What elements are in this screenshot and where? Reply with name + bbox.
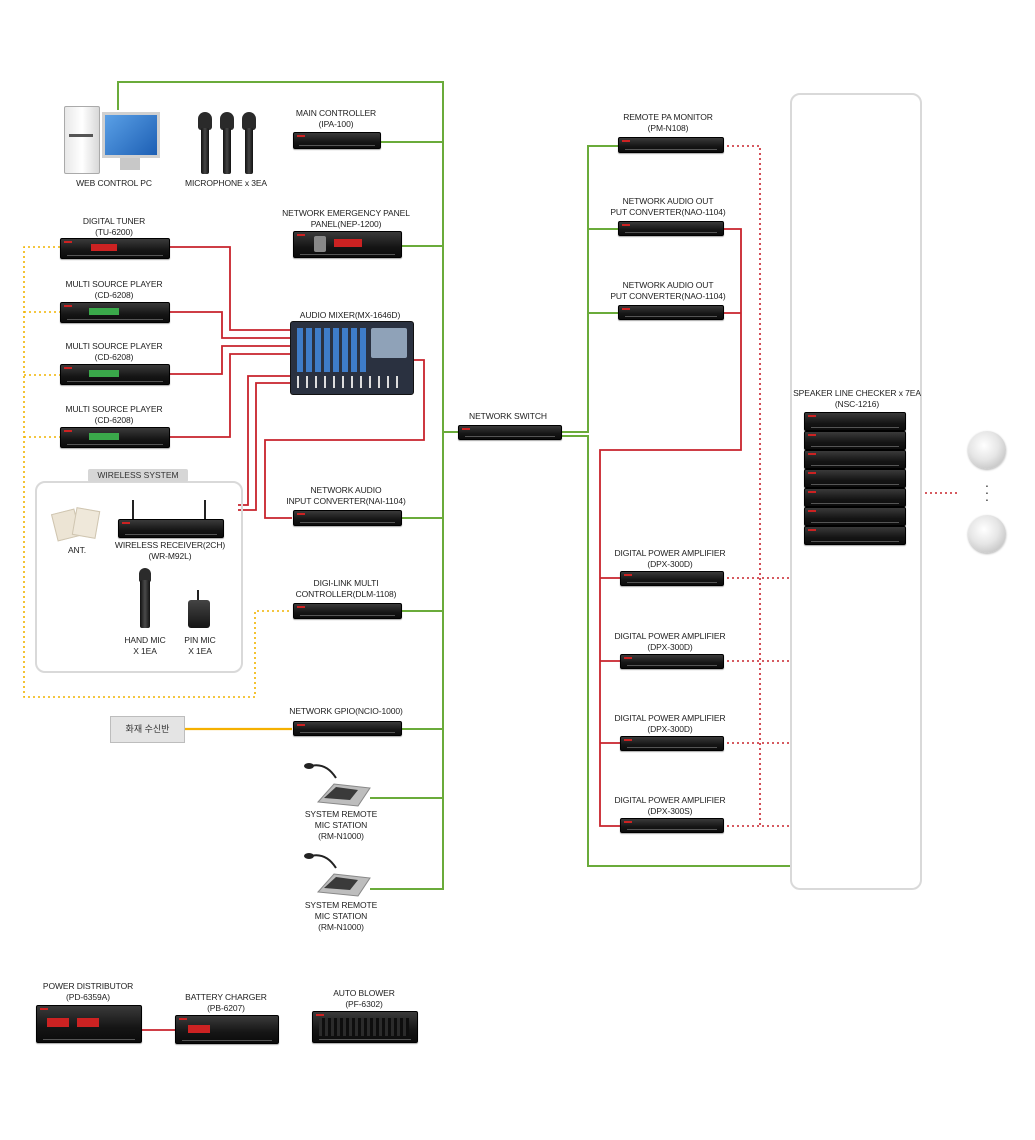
speaker-lines	[722, 145, 958, 827]
emergency-panel	[293, 231, 402, 258]
nao-1-label: NETWORK AUDIO OUT PUT CONVERTER(NAO-1104…	[610, 196, 726, 217]
speaker-line-checker-stack	[804, 412, 906, 549]
ceiling-speaker-icon	[968, 431, 1006, 469]
nao-2-label: NETWORK AUDIO OUT PUT CONVERTER(NAO-1104…	[610, 280, 726, 301]
hand-mic-label: HAND MIC X 1EA	[124, 635, 166, 656]
battery-charger-label: BATTERY CHARGER (PB-6207)	[185, 992, 267, 1013]
main-controller-label: MAIN CONTROLLER (IPA-100)	[295, 108, 377, 129]
cd-player-2-label: MULTI SOURCE PLAYER (CD-6208)	[65, 341, 163, 362]
speaker-rack-panel	[790, 93, 922, 890]
cd-player-3-label: MULTI SOURCE PLAYER (CD-6208)	[65, 404, 163, 425]
network-audio-output-converter-2	[618, 305, 724, 320]
power-distributor	[36, 1005, 142, 1043]
remote-mic-station-1	[300, 762, 372, 808]
auto-blower	[312, 1011, 418, 1043]
audio-lines	[140, 228, 742, 1031]
pa-monitor-label: REMOTE PA MONITOR (PM-N108)	[623, 112, 713, 133]
cd-player-3	[60, 427, 170, 448]
speaker-checker-label: SPEAKER LINE CHECKER x 7EA (NSC-1216)	[793, 388, 921, 409]
amp-4-label: DIGITAL POWER AMPLIFIER (DPX-300S)	[614, 795, 726, 816]
remote-pa-monitor	[618, 137, 724, 153]
wireless-receiver	[118, 519, 224, 538]
digital-power-amplifier-1	[620, 571, 724, 586]
digital-power-amplifier-4	[620, 818, 724, 833]
wireless-system-tag: WIRELESS SYSTEM	[88, 469, 188, 482]
amp-2-label: DIGITAL POWER AMPLIFIER (DPX-300D)	[614, 631, 726, 652]
microphone-group	[196, 112, 258, 176]
network-audio-input-converter	[293, 510, 402, 526]
fire-receiver-panel: 화재 수신반	[110, 716, 185, 743]
network-lines	[117, 81, 790, 890]
pin-mic-label: PIN MIC X 1EA	[184, 635, 216, 656]
remote-mic-2-label: SYSTEM REMOTE MIC STATION (RM-N1000)	[304, 900, 378, 932]
cd-player-1	[60, 302, 170, 323]
digital-tuner-label: DIGITAL TUNER (TU-6200)	[82, 216, 146, 237]
wireless-receiver-label: WIRELESS RECEIVER(2CH) (WR-M92L)	[114, 540, 226, 561]
cd-player-1-label: MULTI SOURCE PLAYER (CD-6208)	[65, 279, 163, 300]
ncio-label: NETWORK GPIO(NCIO-1000)	[289, 706, 403, 716]
battery-charger	[175, 1015, 279, 1044]
audio-mixer-label: AUDIO MIXER(MX-1646D)	[299, 310, 401, 320]
network-switch-label: NETWORK SWITCH	[469, 411, 547, 421]
digital-power-amplifier-3	[620, 736, 724, 751]
auto-blower-label: AUTO BLOWER (PF-6302)	[333, 988, 395, 1009]
cd-player-2	[60, 364, 170, 385]
hand-mic-icon	[136, 568, 154, 630]
control-lines	[23, 246, 292, 698]
microphones-label: MICROPHONE x 3EA	[185, 178, 267, 188]
network-gpio	[293, 721, 402, 736]
nai-label: NETWORK AUDIO INPUT CONVERTER(NAI-1104)	[286, 485, 406, 506]
wireless-receiver-antennas	[118, 500, 222, 520]
antenna-label: ANT.	[67, 545, 87, 555]
network-audio-output-converter-1	[618, 221, 724, 236]
remote-mic-station-2	[300, 852, 372, 898]
pin-mic-icon	[188, 590, 212, 630]
digital-tuner	[60, 238, 170, 259]
main-controller	[293, 132, 381, 149]
network-switch	[458, 425, 562, 440]
ellipsis-icon: ···	[984, 477, 990, 507]
web-control-pc-label: WEB CONTROL PC	[76, 178, 152, 188]
dlm-label: DIGI-LINK MULTI CONTROLLER(DLM-1108)	[295, 578, 397, 599]
digi-link-multi-controller	[293, 603, 402, 619]
power-distributor-label: POWER DISTRIBUTOR (PD-6359A)	[42, 981, 134, 1002]
antenna-icon	[50, 507, 102, 542]
wireless-system-panel	[35, 481, 243, 673]
amp-3-label: DIGITAL POWER AMPLIFIER (DPX-300D)	[614, 713, 726, 734]
audio-mixer	[290, 321, 414, 395]
ceiling-speaker-icon	[968, 515, 1006, 553]
emergency-panel-label: NETWORK EMERGENCY PANEL PANEL(NEP-1200)	[282, 208, 410, 229]
web-control-pc	[64, 104, 160, 174]
digital-power-amplifier-2	[620, 654, 724, 669]
remote-mic-1-label: SYSTEM REMOTE MIC STATION (RM-N1000)	[304, 809, 378, 841]
amp-1-label: DIGITAL POWER AMPLIFIER (DPX-300D)	[614, 548, 726, 569]
